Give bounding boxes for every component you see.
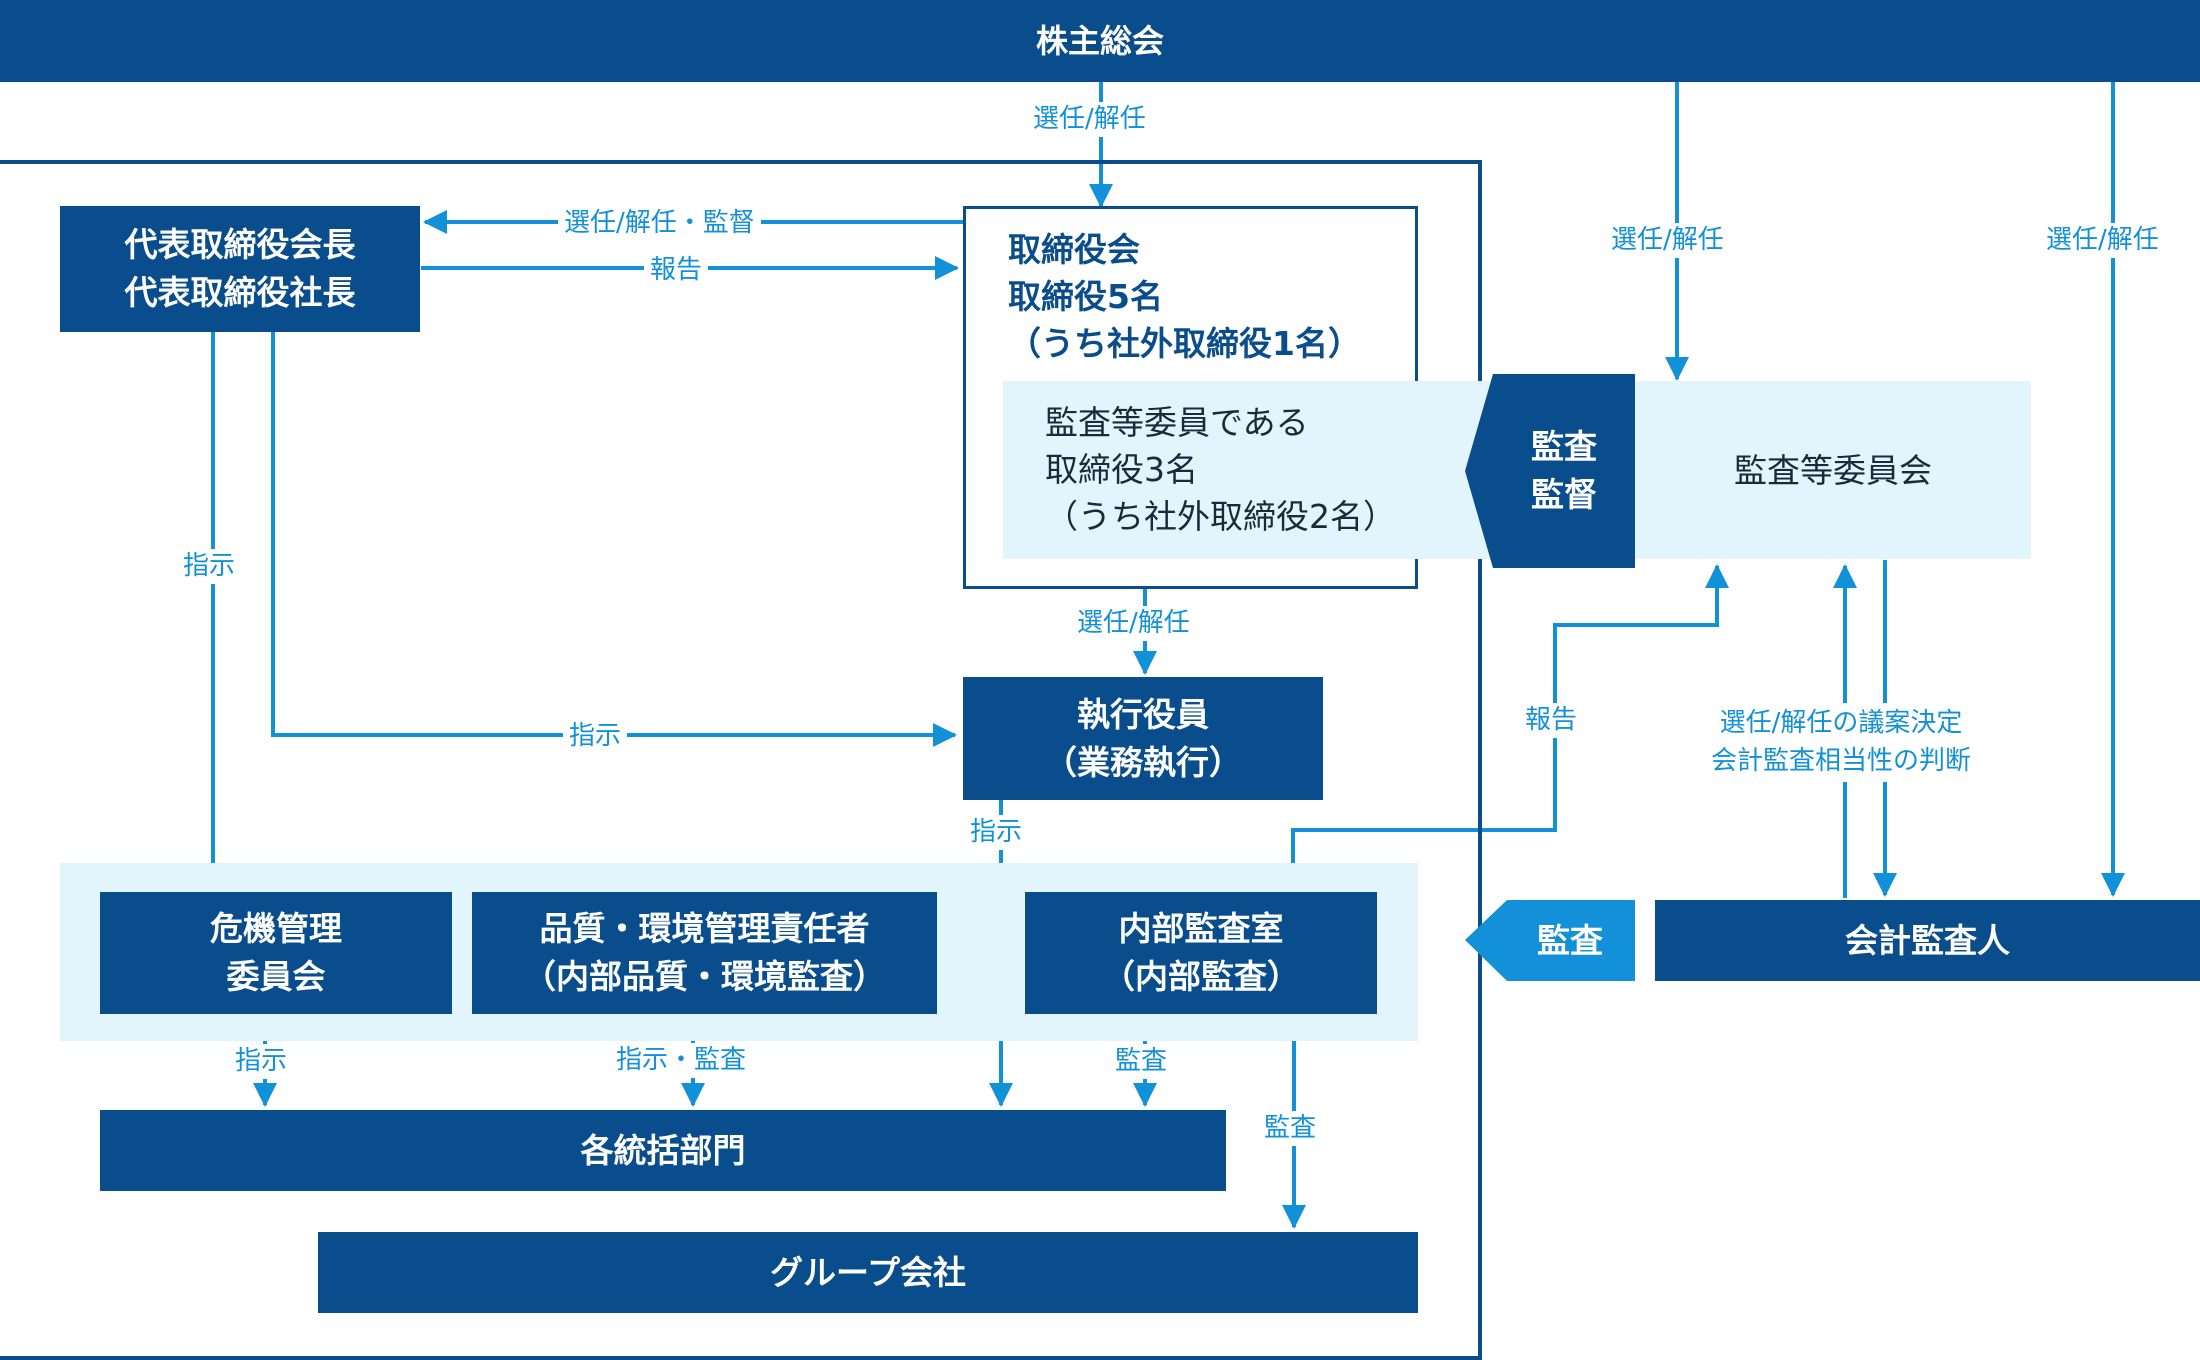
- label-report-ceo-board: 報告: [644, 253, 709, 289]
- audit-tag-chevron: [1465, 900, 1635, 981]
- company-boundary: [0, 160, 1482, 1360]
- audit-supervise-label: 監査 監督: [1531, 427, 1597, 514]
- label-elect-supervise: 選任/解任・監督: [558, 206, 761, 242]
- label-auditor-decision: 選任/解任の議案決定 会計監査相当性の判断: [1705, 703, 1978, 783]
- label-audit-internal-divisions: 監査: [1109, 1044, 1174, 1080]
- shareholders-meeting-bar: 株主総会: [0, 0, 2200, 82]
- label-elect-shareholders-auditor: 選任/解任: [2040, 223, 2165, 259]
- label-instruct-ceo-exec: 指示: [563, 719, 628, 755]
- group-companies-bar: グループ会社: [318, 1232, 1418, 1313]
- label-elect-shareholders-board: 選任/解任: [1027, 102, 1152, 138]
- label-report-internal-committee: 報告: [1519, 703, 1584, 739]
- audit-tag-label: 監査: [1537, 920, 1603, 960]
- arrow-ceo-exec: [271, 332, 957, 747]
- audit-committee-members-text: 監査等委員である 取締役3名 （うち社外取締役2名）: [1045, 403, 1396, 536]
- risk-committee-box: 危機管理 委員会: [100, 892, 452, 1014]
- quality-environment-box: 品質・環境管理責任者 （内部品質・環境監査）: [472, 892, 937, 1014]
- accounting-auditor-box: 会計監査人: [1655, 900, 2200, 981]
- label-audit-internal-group: 監査: [1258, 1111, 1323, 1147]
- label-instruct-ceo-risk: 指示: [177, 549, 242, 585]
- board-title: 取締役会 取締役5名 （うち社外取締役1名）: [1008, 230, 1361, 363]
- divisions-bar: 各統括部門: [100, 1110, 1226, 1191]
- label-instruct-audit-quality: 指示・監査: [610, 1043, 753, 1079]
- label-instruct-exec-divisions: 指示: [964, 815, 1029, 851]
- audit-supervise-chevron: [1465, 374, 1635, 568]
- executive-officers-box: 執行役員 （業務執行）: [963, 677, 1323, 800]
- internal-audit-box: 内部監査室 （内部監査）: [1025, 892, 1377, 1014]
- label-elect-shareholders-committee: 選任/解任: [1605, 223, 1730, 259]
- label-elect-board-exec: 選任/解任: [1071, 606, 1196, 642]
- audit-committee-label: 監査等委員会: [1734, 450, 1932, 490]
- ceo-box: 代表取締役会長 代表取締役社長: [60, 206, 420, 332]
- label-instruct-risk-divisions: 指示: [229, 1044, 294, 1080]
